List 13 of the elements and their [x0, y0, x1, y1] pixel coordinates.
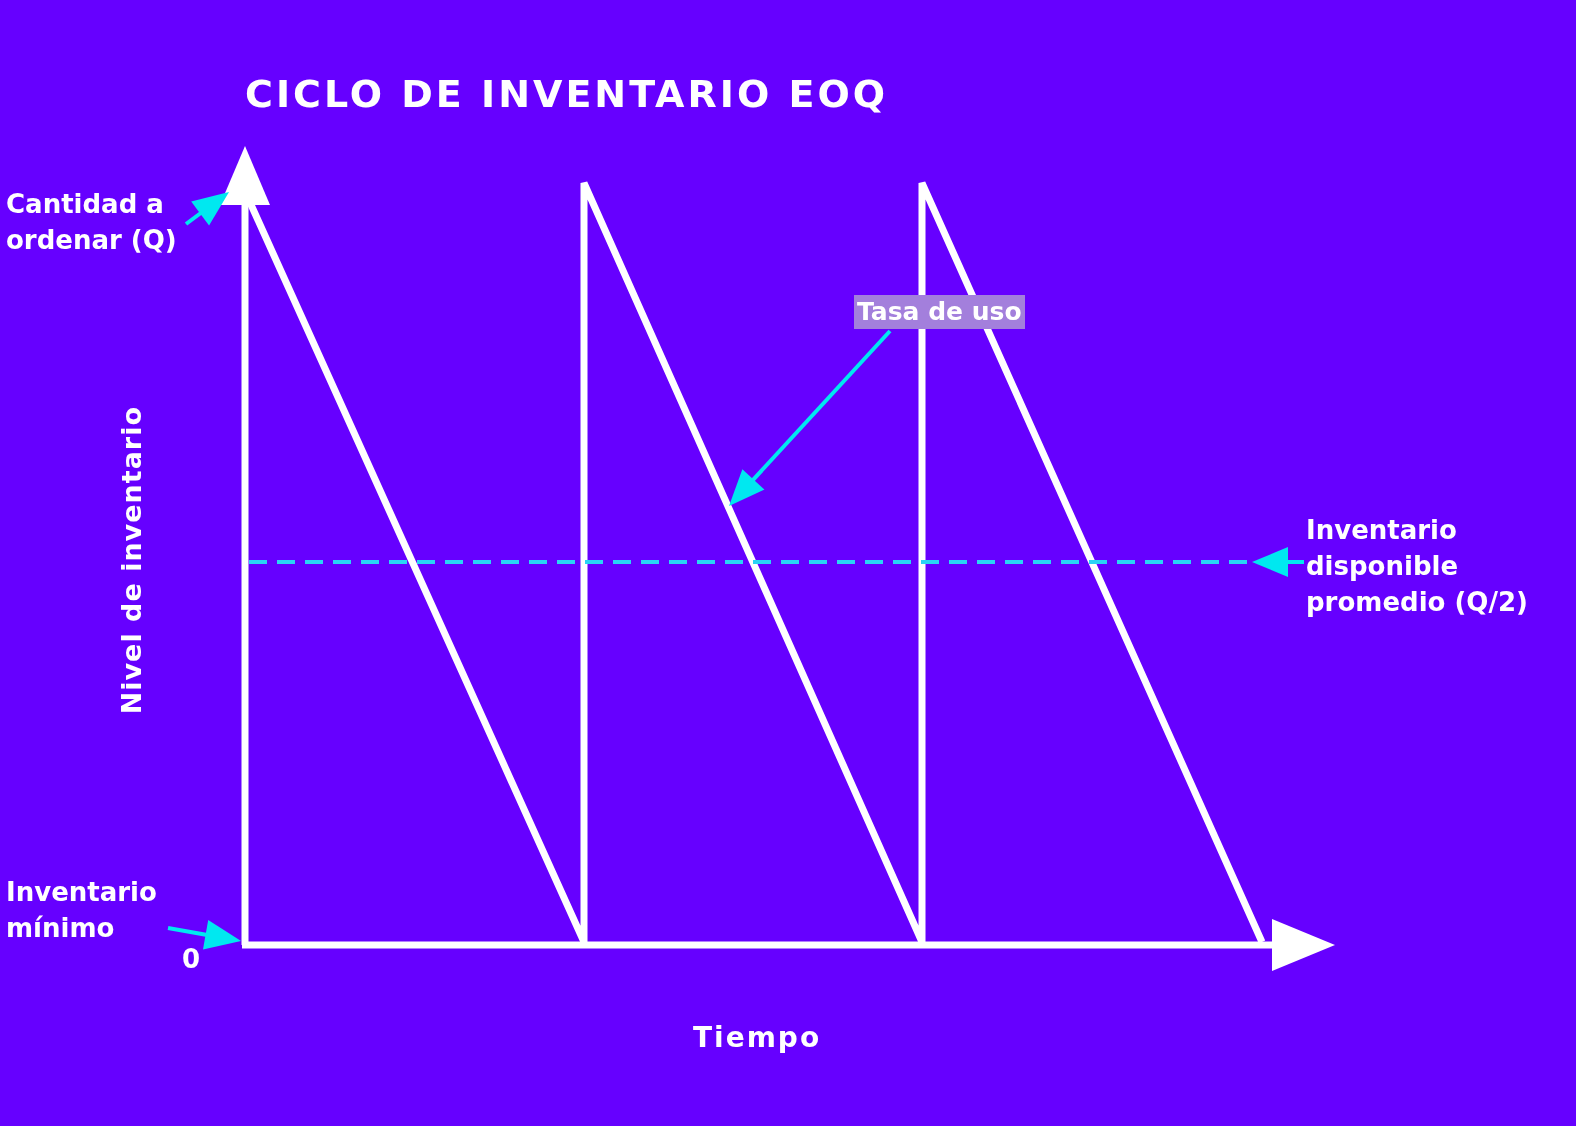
annotation-label: Inventario disponible promedio (Q/2)	[1306, 512, 1546, 620]
annotation-label: Cantidad a ordenar (Q)	[6, 186, 184, 258]
axis-label: Tiempo	[693, 1022, 822, 1054]
annotation-label: Tasa de uso	[854, 295, 1025, 329]
leader-arrow	[729, 329, 892, 506]
annotation-label: Inventario mínimo	[6, 874, 166, 946]
axis-tick-label: 0	[182, 944, 201, 974]
leader-arrow	[184, 192, 230, 226]
y-axis	[220, 146, 270, 945]
leader-arrow	[1252, 547, 1304, 577]
leader-arrow	[167, 919, 242, 950]
chart-title: CICLO DE INVENTARIO EOQ	[245, 74, 889, 114]
axis-label: Nivel de inventario	[116, 406, 147, 715]
